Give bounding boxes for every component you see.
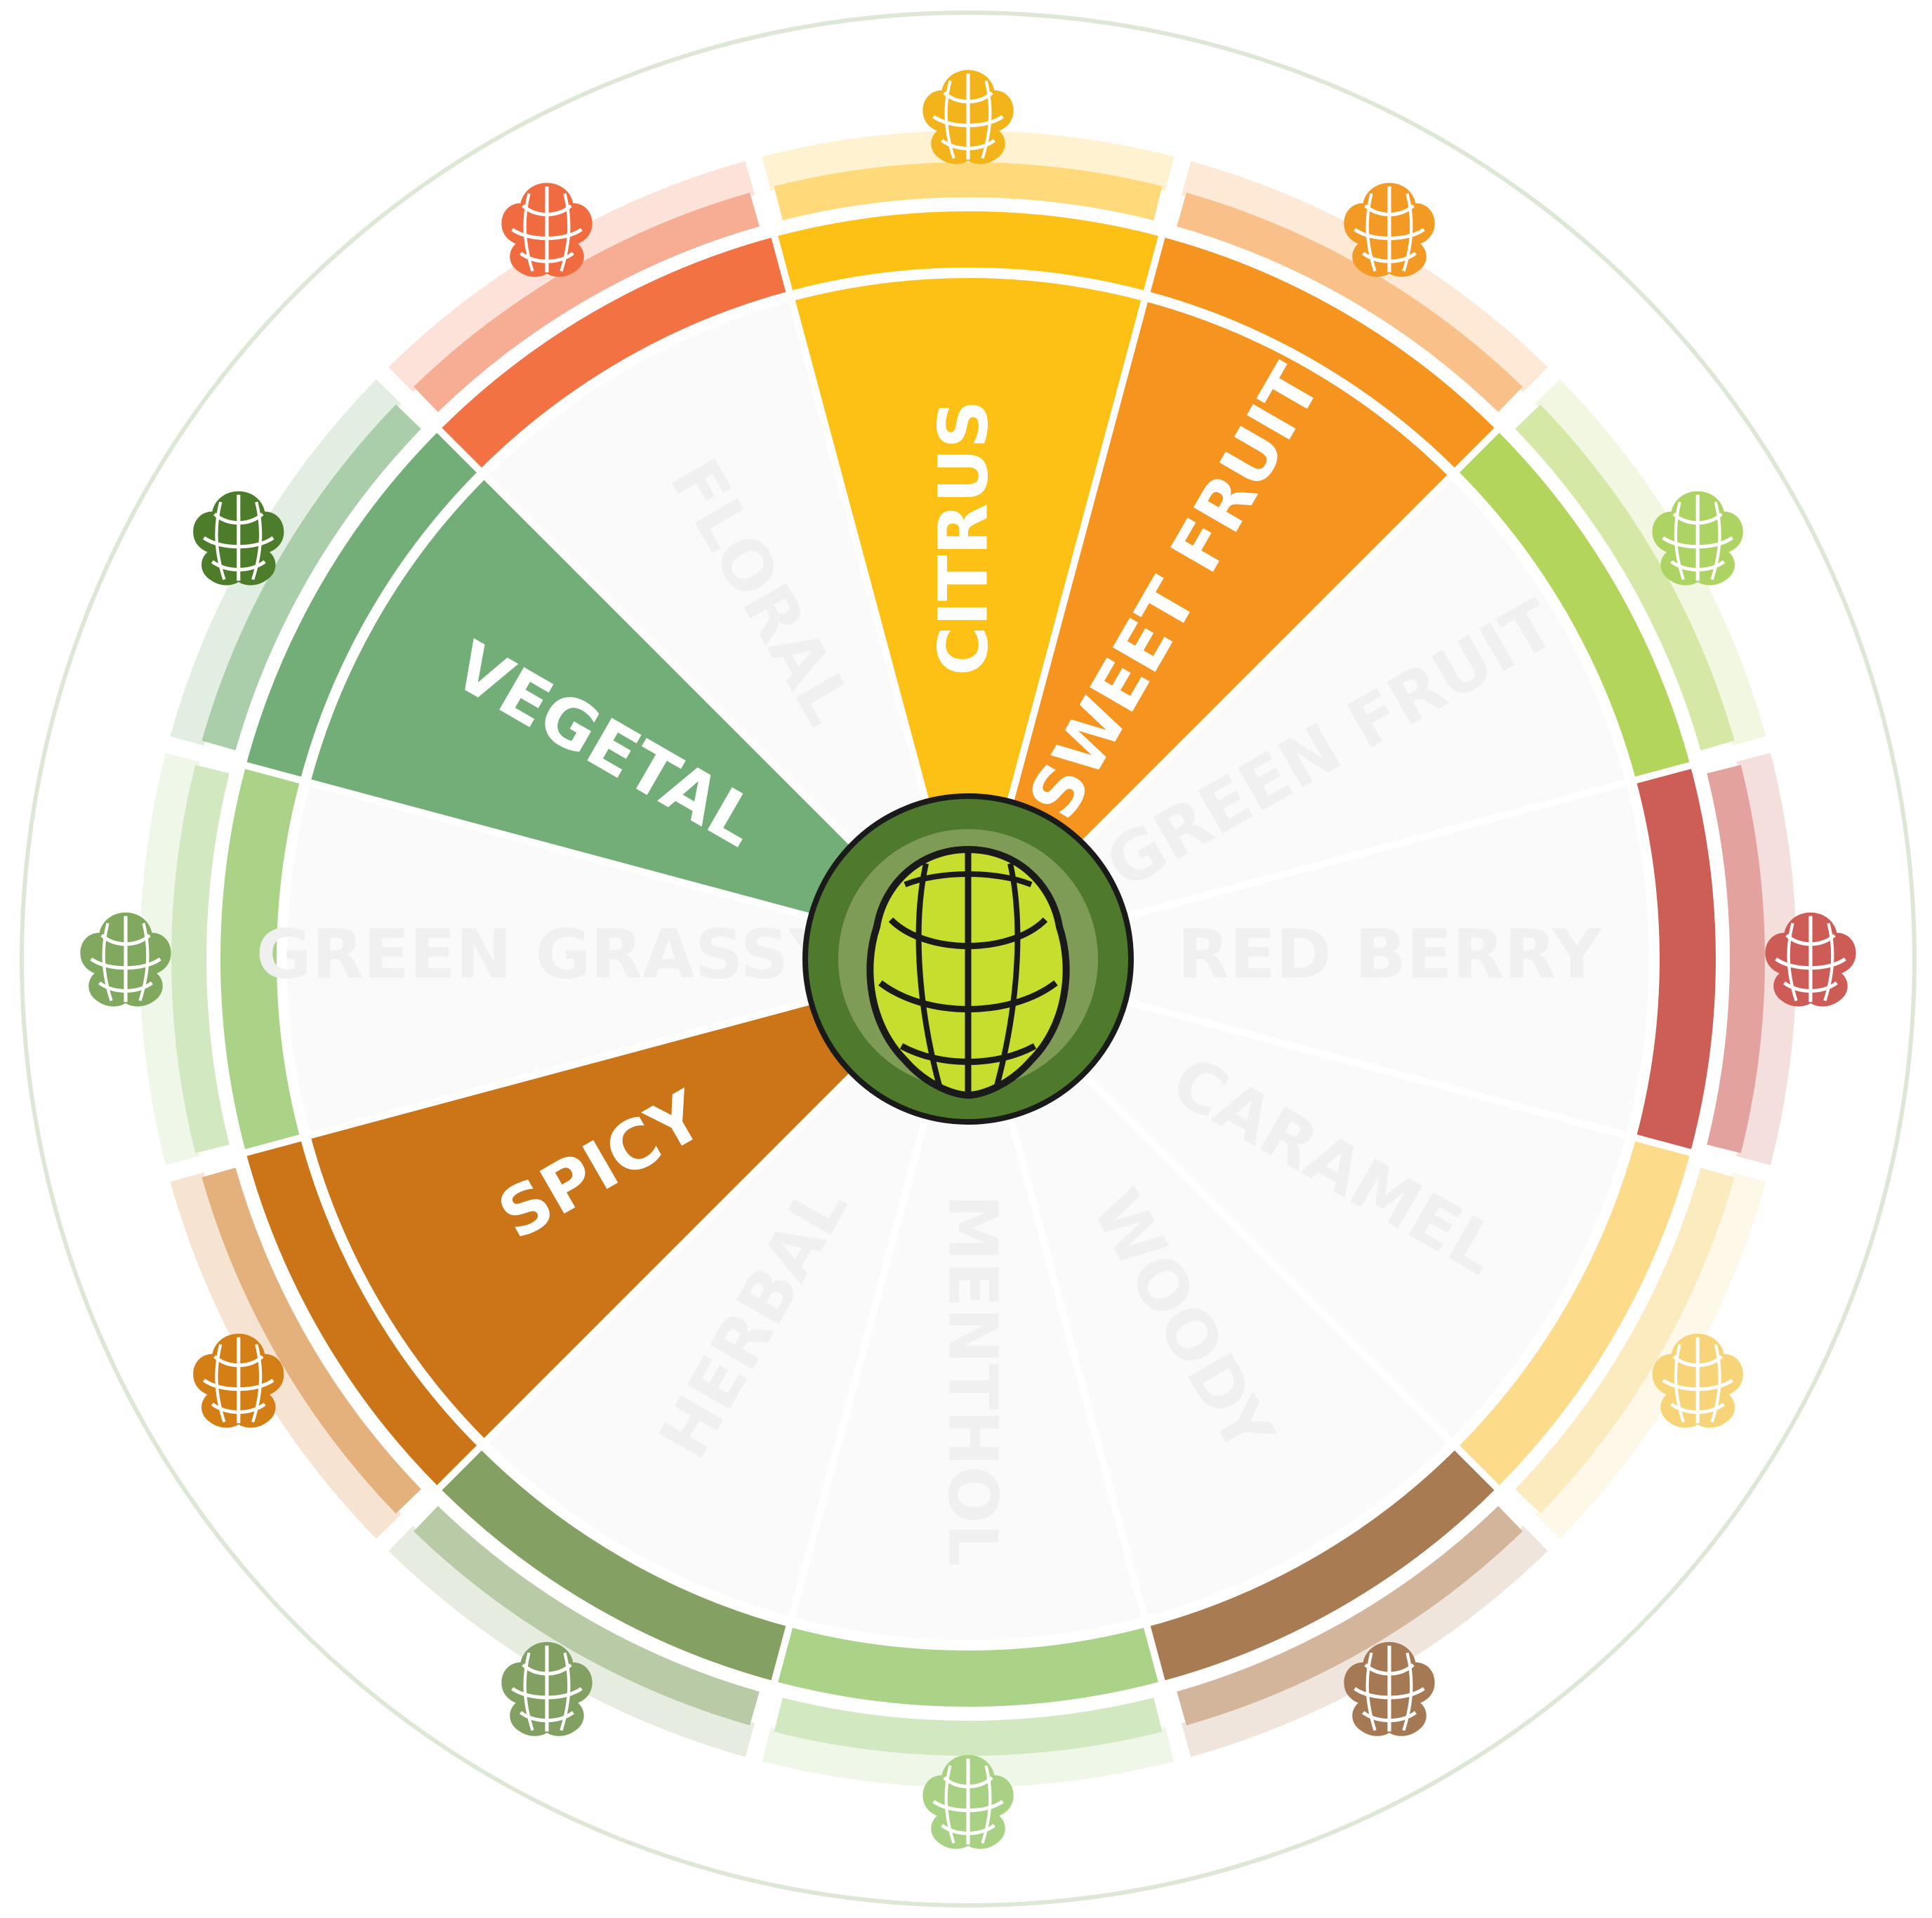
outer-band-citrus — [774, 161, 1163, 220]
hop-cone-icon — [866, 845, 1070, 1099]
outer-band-caramel — [1515, 1168, 1735, 1514]
outer-band-red-berry — [1707, 765, 1765, 1153]
halo-band-herbal — [388, 1526, 755, 1757]
label-menthol: MENTHOL — [934, 1194, 1012, 1566]
label-green-grassy: GREEN GRASSY — [256, 915, 839, 993]
outer-band-vegetal — [201, 404, 421, 750]
segment-layer — [213, 204, 1723, 1714]
hop-icon-floral — [501, 183, 592, 277]
wedge-vegetal[interactable] — [303, 470, 980, 966]
label-citrus: CITRUS — [924, 400, 1003, 676]
outer-band-green-grassy — [171, 765, 230, 1153]
halo-band-vegetal — [170, 379, 402, 746]
halo-band-caramel — [1535, 1172, 1766, 1539]
wedge-green-fruit[interactable] — [956, 470, 1634, 966]
halo-band-woody — [1181, 1526, 1548, 1757]
outer-band-sweet-fruit — [1177, 192, 1523, 412]
halo-band-floral — [388, 161, 755, 392]
wedge-sweet-fruit[interactable] — [961, 293, 1457, 971]
wedge-floral[interactable] — [479, 293, 975, 971]
hop-icon-sweet-fruit — [1344, 183, 1434, 277]
wedge-menthol[interactable] — [786, 945, 1150, 1648]
outer-band-menthol — [774, 1698, 1163, 1756]
outer-ring — [20, 11, 1917, 1907]
wedge-red-berry[interactable] — [954, 777, 1657, 1141]
outer-band-green-fruit — [1515, 404, 1735, 750]
hop-icon-green-fruit — [1653, 491, 1743, 586]
outer-band-floral — [413, 192, 760, 412]
wedge-woody[interactable] — [961, 947, 1457, 1625]
outer-band-herbal — [413, 1506, 760, 1726]
halo-band-sweet-fruit — [1181, 161, 1548, 392]
wedge-herbal[interactable] — [479, 947, 975, 1625]
outer-band-woody — [1177, 1506, 1523, 1726]
outer-band-spicy — [201, 1168, 421, 1514]
hop-icon-citrus — [922, 70, 1013, 164]
hop-icon-vegetal — [193, 491, 284, 586]
wedge-spicy[interactable] — [303, 952, 980, 1448]
halo-band-green-fruit — [1535, 379, 1766, 746]
wedge-caramel[interactable] — [956, 952, 1634, 1448]
wedge-citrus[interactable] — [786, 270, 1150, 973]
center-hub — [802, 793, 1134, 1125]
halo-band-spicy — [170, 1172, 402, 1539]
label-red-berry: RED BERRY — [1177, 915, 1602, 993]
wedge-green-grassy[interactable] — [279, 777, 982, 1141]
